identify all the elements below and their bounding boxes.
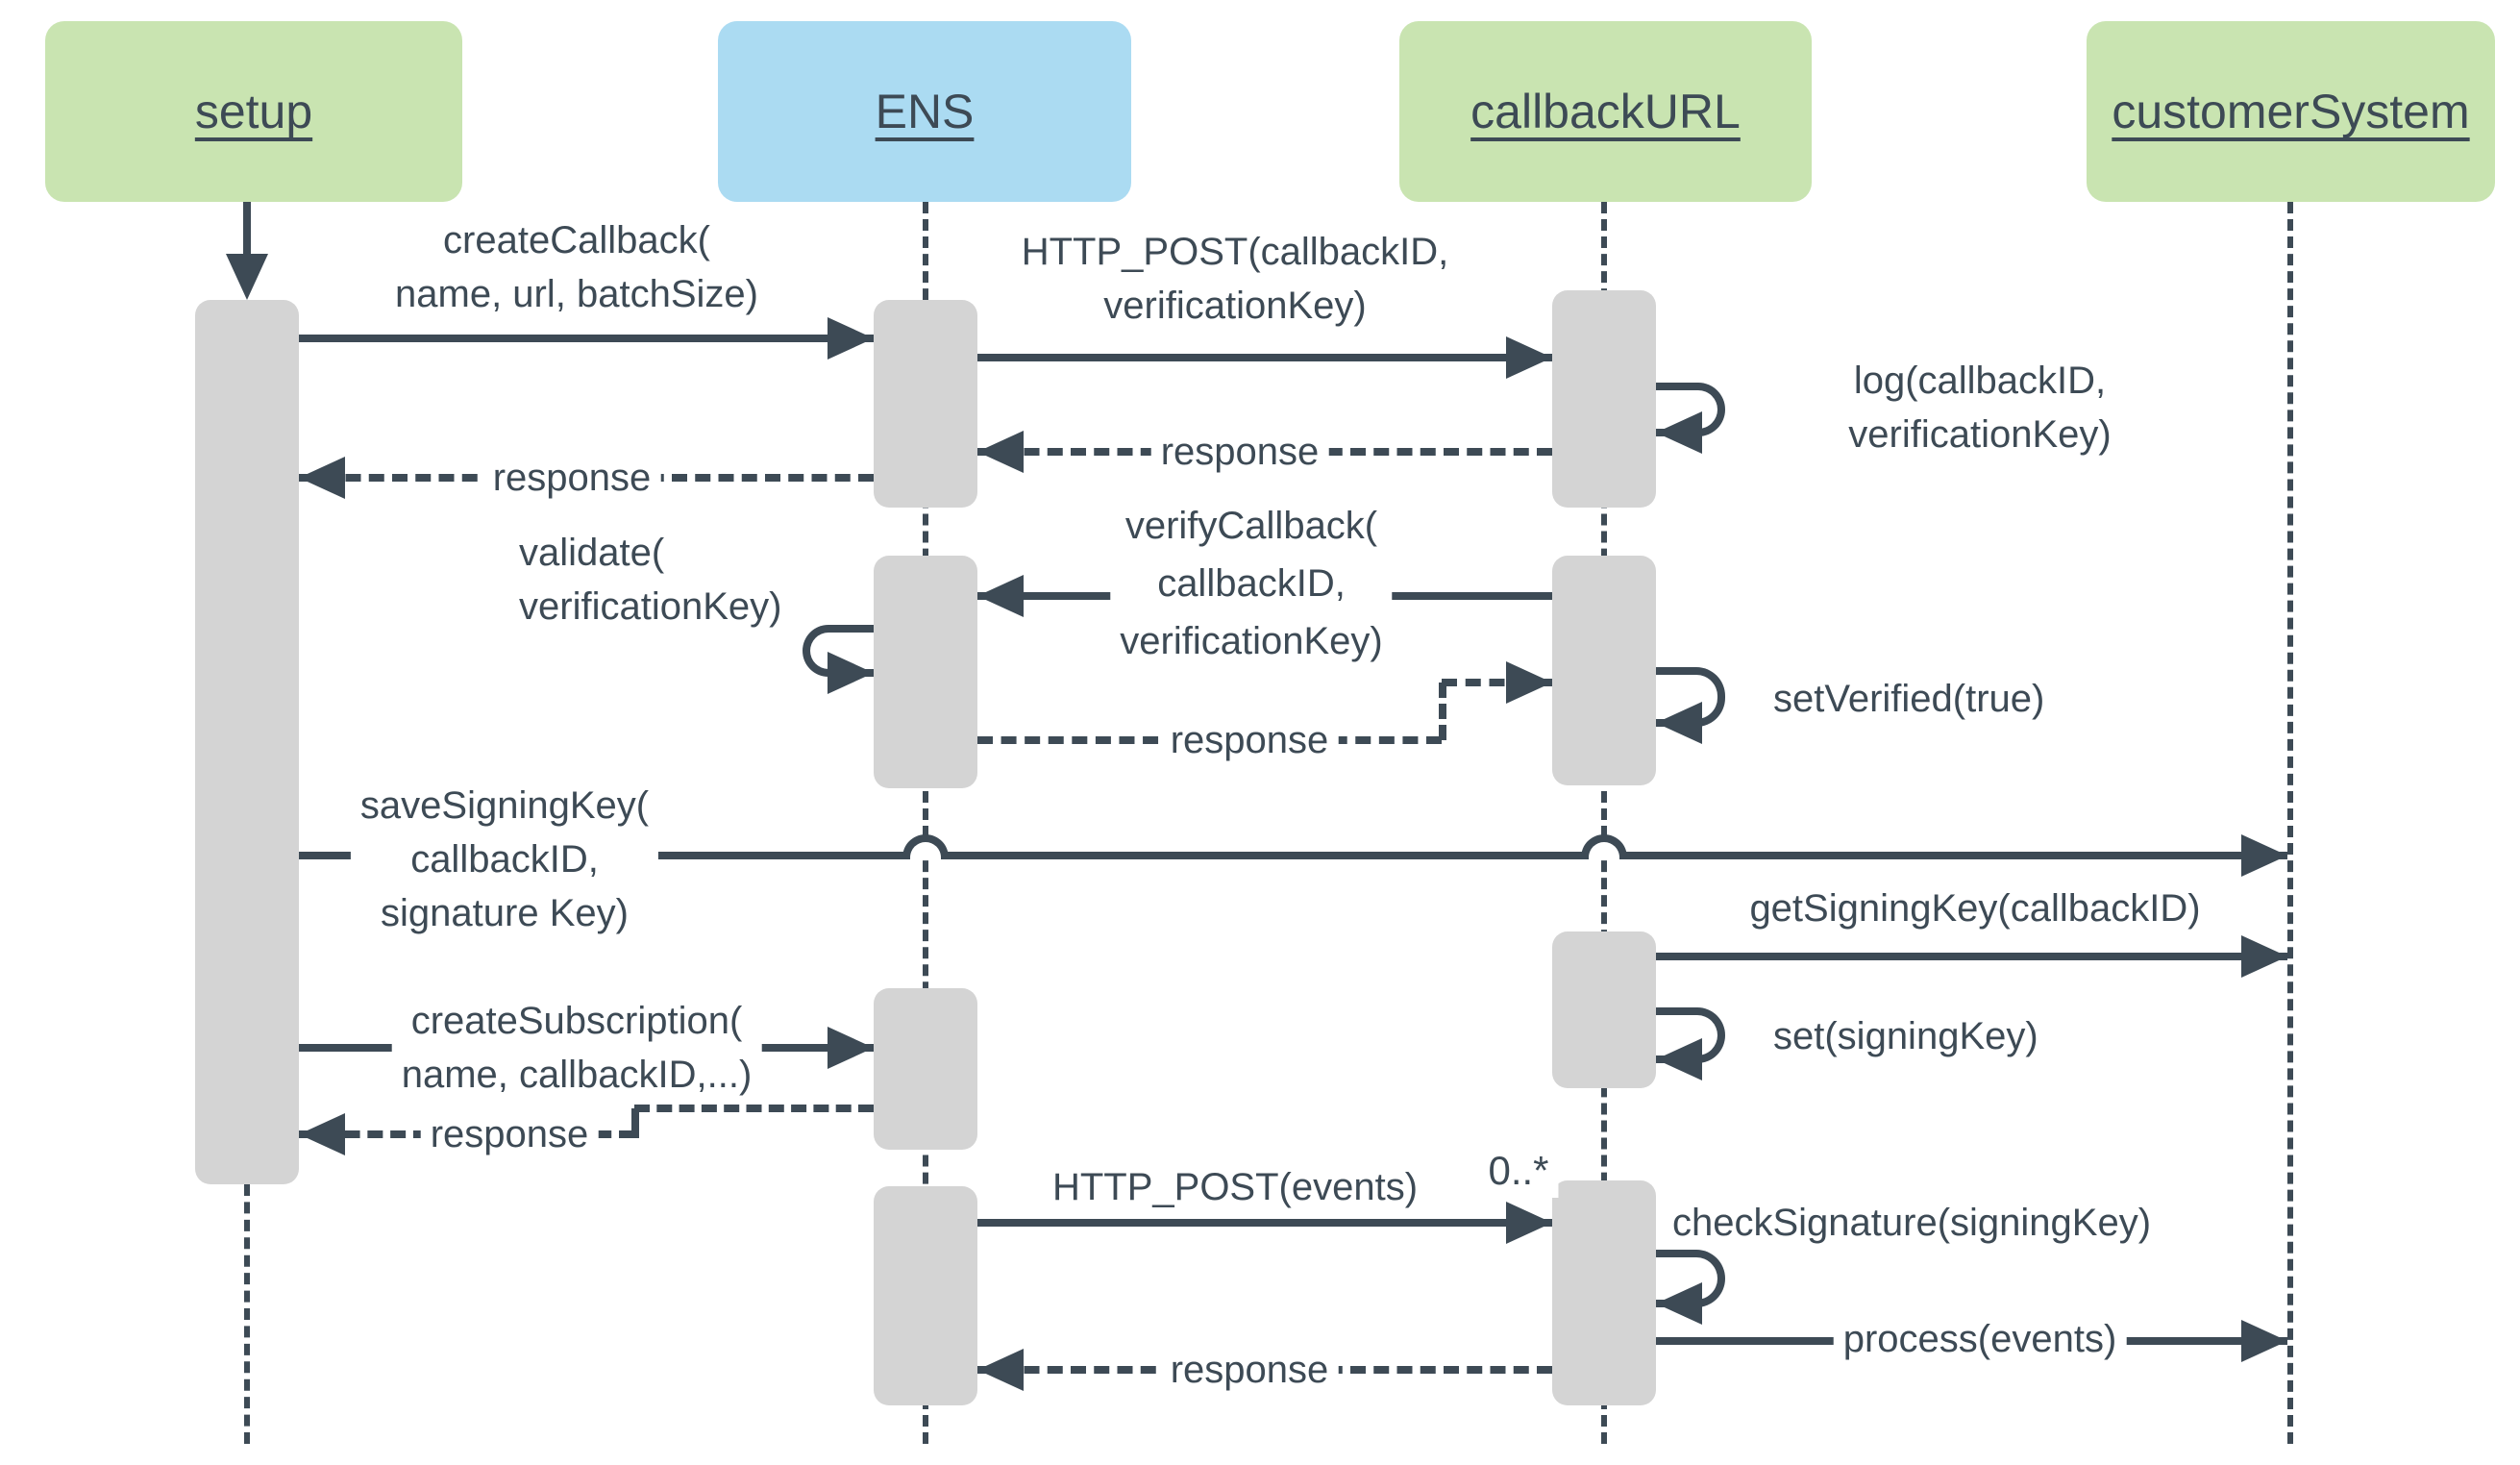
msg-response3-line-upper xyxy=(1442,679,1552,686)
self-call-log-label: log(callbackID, verificationKey) xyxy=(1848,360,2112,456)
self-call-set-arrowhead xyxy=(1656,1038,1702,1080)
participant-setup: setup xyxy=(45,21,462,202)
self-call-log-arrowhead xyxy=(1656,411,1702,454)
activation-callback-4 xyxy=(1552,1180,1656,1405)
activation-ens-3 xyxy=(874,988,977,1150)
participant-customer-system-label: customerSystem xyxy=(2112,85,2470,138)
msg-response2-arrowhead xyxy=(299,457,345,499)
msg-response4-line-step xyxy=(631,1108,639,1138)
lifeline-callback-url xyxy=(1601,202,1607,1444)
participant-callback-url-label: callbackURL xyxy=(1470,85,1741,138)
participant-customer-system: customerSystem xyxy=(2087,21,2495,202)
activation-setup xyxy=(195,300,299,1184)
setup-init-arrow-line xyxy=(243,202,251,261)
msg-response3-label: response xyxy=(1160,713,1339,767)
msg-process-events-arrowhead xyxy=(2241,1320,2287,1362)
msg-save-signing-key-hop-ens xyxy=(902,834,949,859)
msg-response2-label: response xyxy=(482,451,661,505)
activation-ens-1 xyxy=(874,300,977,508)
msg-http-post-events-label: HTTP_POST(events) xyxy=(1051,1166,1419,1208)
msg-get-signing-key-label: getSigningKey(callbackID) xyxy=(1749,887,2201,930)
msg-http-post-callback-arrowhead xyxy=(1506,336,1552,379)
msg-http-post-events-line xyxy=(977,1219,1552,1227)
msg-response5-label: response xyxy=(1160,1343,1339,1397)
msg-save-signing-key-line xyxy=(299,852,2287,859)
participant-ens-label: ENS xyxy=(875,85,975,138)
setup-init-arrowhead xyxy=(226,254,268,300)
participant-callback-url: callbackURL xyxy=(1399,21,1812,202)
activation-ens-4 xyxy=(874,1186,977,1405)
self-call-set-label: set(signingKey) xyxy=(1773,1015,2038,1057)
activation-ens-2 xyxy=(874,556,977,788)
msg-verify-callback-label: verifyCallback( callbackID, verification… xyxy=(1110,497,1393,670)
msg-response4-arrowhead xyxy=(299,1113,345,1155)
msg-verify-callback-arrowhead xyxy=(977,575,1024,617)
msg-save-signing-key-label: saveSigningKey( callbackID, signature Ke… xyxy=(350,779,659,940)
msg-response3-line-step xyxy=(1439,683,1446,740)
msg-get-signing-key-line xyxy=(1656,953,2287,960)
msg-response4-label: response xyxy=(420,1107,599,1161)
msg-response5-arrowhead xyxy=(977,1349,1024,1391)
msg-create-callback-line xyxy=(299,335,874,342)
activation-callback-2 xyxy=(1552,556,1656,785)
msg-response3-arrowhead xyxy=(1506,661,1552,704)
participant-setup-label: setup xyxy=(194,85,313,138)
msg-http-post-callback-label: HTTP_POST(callbackID, verificationKey) xyxy=(1021,231,1449,327)
activation-callback-3 xyxy=(1552,931,1656,1088)
msg-create-subscription-label: createSubscription( name, callbackID,...… xyxy=(391,994,762,1102)
msg-get-signing-key-arrowhead xyxy=(2241,935,2287,978)
msg-save-signing-key-arrowhead xyxy=(2241,834,2287,877)
msg-save-signing-key-hop-callback xyxy=(1581,834,1627,859)
lifeline-customer-system xyxy=(2287,202,2293,1444)
msg-create-callback-label: createCallback( name, url, batchSize) xyxy=(395,219,758,315)
self-call-set-verified-arrowhead xyxy=(1656,702,1702,744)
activation-callback-1 xyxy=(1552,290,1656,508)
participant-ens: ENS xyxy=(718,21,1131,202)
msg-http-post-events-arrowhead xyxy=(1506,1202,1552,1244)
lifeline-ens xyxy=(923,202,928,1444)
self-call-check-signature-arrowhead xyxy=(1656,1282,1702,1325)
msg-response1-label: response xyxy=(1150,425,1329,479)
lifeline-setup xyxy=(244,1184,250,1444)
self-call-check-signature-label: checkSignature(signingKey) xyxy=(1672,1202,2152,1244)
self-call-set-verified-label: setVerified(true) xyxy=(1773,678,2045,720)
msg-http-post-callback-line xyxy=(977,354,1552,361)
multiplicity-label: 0..* xyxy=(1478,1144,1559,1198)
msg-response1-arrowhead xyxy=(977,431,1024,473)
msg-create-callback-arrowhead xyxy=(828,317,874,360)
msg-response4-line-upper xyxy=(634,1105,874,1112)
msg-process-events-label: process(events) xyxy=(1833,1312,2127,1366)
self-call-validate-arrowhead xyxy=(828,652,874,694)
msg-create-subscription-arrowhead xyxy=(828,1027,874,1069)
self-call-validate-label: validate( verificationKey) xyxy=(519,532,782,628)
